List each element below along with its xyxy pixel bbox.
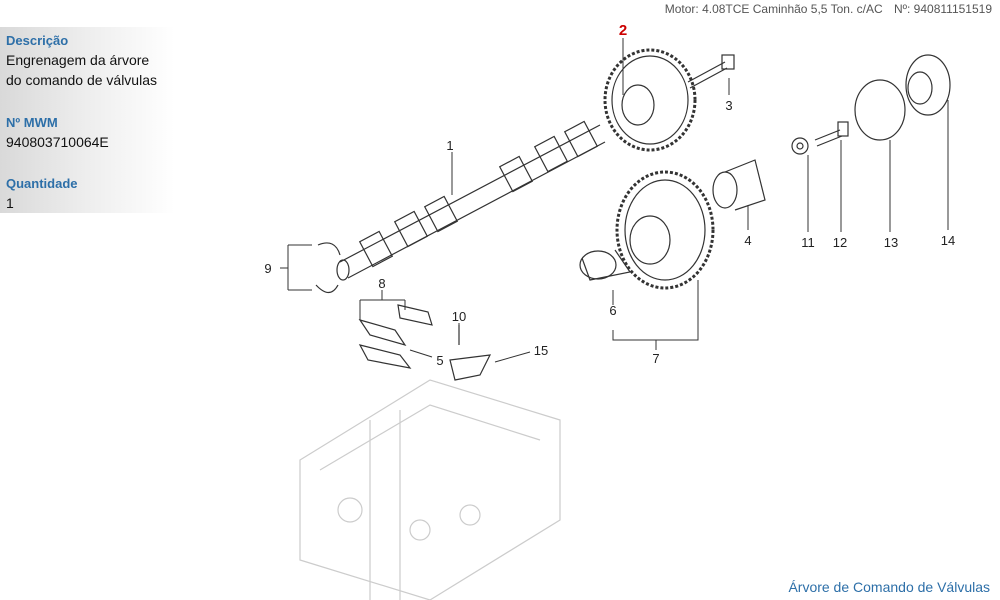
callout-7[interactable]: 7 — [652, 351, 659, 366]
assembly-group-link[interactable]: Árvore de Comando de Válvulas — [788, 579, 990, 595]
washer-drawing — [791, 137, 809, 155]
callout-11[interactable]: 11 — [801, 235, 815, 250]
callout-2[interactable]: 2 — [619, 22, 627, 39]
description-line1: Engrenagem da árvore — [6, 52, 150, 68]
quantity-value: 1 — [6, 195, 14, 211]
mwm-value: 940803710064E — [6, 134, 109, 150]
camshaft-gear-drawing — [603, 48, 697, 152]
mwm-label: Nº MWM — [6, 115, 58, 130]
engine-number: Nº: 940811151519 — [893, 2, 992, 16]
bolt-12-drawing — [814, 129, 843, 147]
engine-model: Motor: 4.08TCE Caminhão 5,5 Ton. c/AC — [664, 2, 883, 16]
description-label: Descrição — [6, 33, 69, 48]
callout-10[interactable]: 10 — [452, 309, 466, 324]
rocker-drawing — [358, 304, 433, 369]
camshaft-drawing — [336, 120, 606, 281]
callout-1[interactable]: 1 — [446, 138, 453, 153]
callout-3[interactable]: 3 — [725, 98, 732, 113]
callout-4[interactable]: 4 — [744, 233, 751, 248]
bushing-drawing — [579, 249, 632, 281]
engine-header: Motor: 4.08TCE Caminhão 5,5 Ton. c/AC Nº… — [657, 2, 992, 16]
spring-clip-drawing — [449, 354, 492, 381]
callout-6[interactable]: 6 — [609, 303, 616, 318]
bolt-drawing — [687, 61, 728, 89]
cylinder-head-drawing — [299, 379, 561, 600]
callout-9[interactable]: 9 — [264, 261, 271, 276]
idler-gear-drawing — [615, 170, 715, 290]
part-info-panel: Descrição Engrenagem da árvore do comand… — [0, 27, 250, 213]
callout-15[interactable]: 15 — [534, 343, 548, 358]
callout-14[interactable]: 14 — [941, 233, 955, 248]
quantity-label: Quantidade — [6, 176, 78, 191]
callout-8[interactable]: 8 — [378, 276, 385, 291]
callout-12[interactable]: 12 — [833, 235, 847, 250]
callout-5[interactable]: 5 — [436, 353, 443, 368]
callout-13[interactable]: 13 — [884, 235, 898, 250]
description-line2: do comando de válvulas — [6, 72, 157, 88]
hub-drawing — [712, 159, 766, 211]
clip-drawing — [315, 242, 341, 294]
o-ring-drawing — [854, 79, 906, 141]
cover-drawing — [905, 54, 951, 116]
